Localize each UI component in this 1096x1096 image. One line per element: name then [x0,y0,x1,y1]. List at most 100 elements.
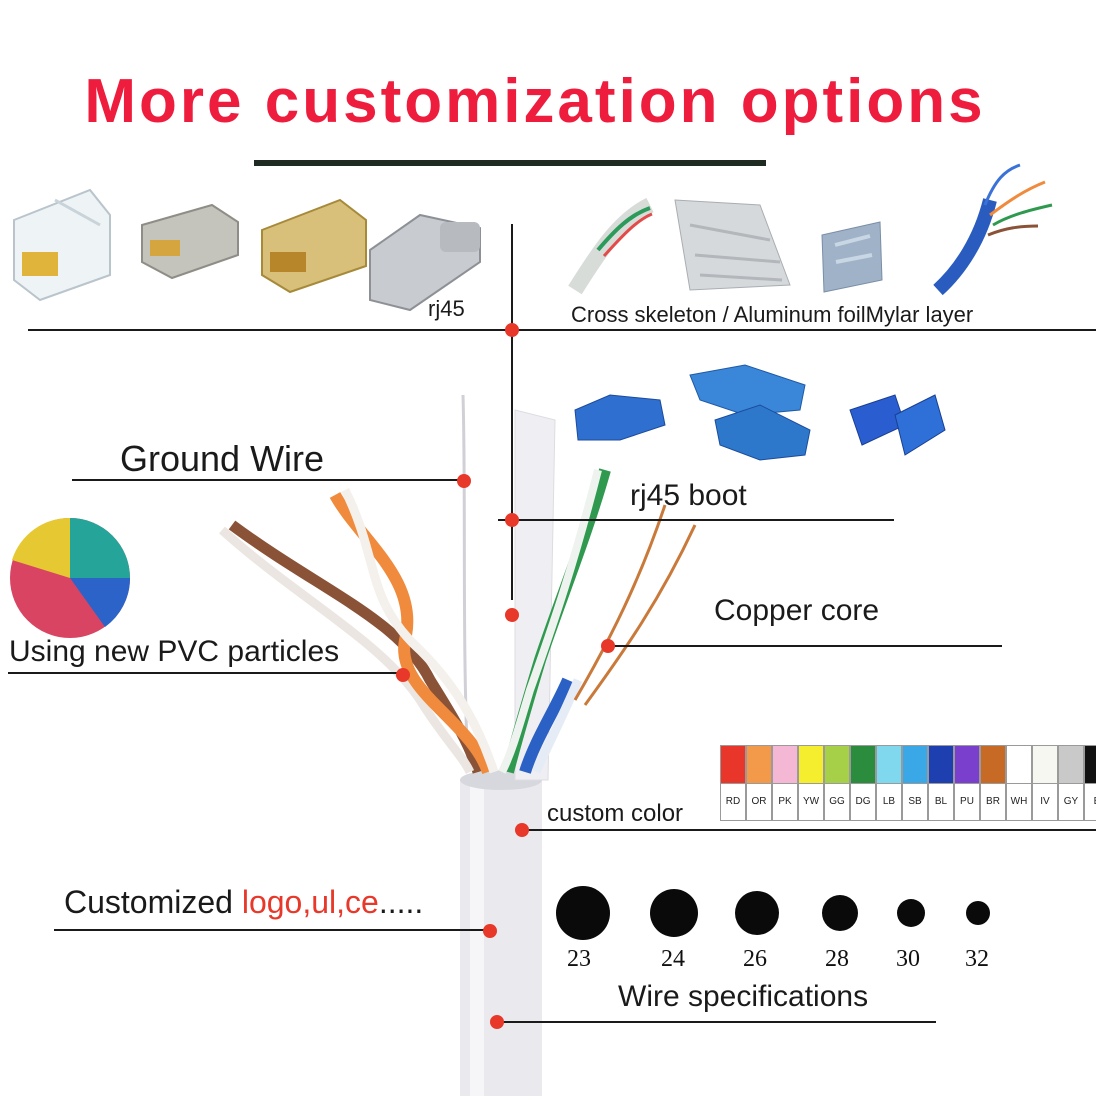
customized-prefix: Customized [64,884,242,920]
rj45-toolfree-connector [369,213,481,312]
wire-gauge-dots [556,886,990,940]
label-ground-wire: Ground Wire [120,438,325,479]
color-swatch-yw: YW [798,745,824,821]
gauge-32-dot [966,901,990,925]
swatch-color [955,746,979,783]
label-customized: Customized logo,ul,ce..... [64,884,423,921]
color-swatch-br: BR [980,745,1006,821]
rj45-boot-pair [689,364,811,461]
swatch-code: DG [851,782,875,821]
swatch-code: PU [955,782,979,821]
cross-skeleton [514,409,556,781]
swatch-code: GY [1059,782,1083,821]
swatch-color [929,746,953,783]
gauge-28-dot [822,895,858,931]
color-swatch-gg: GG [824,745,850,821]
rj45-gold-connector [261,198,367,294]
swatch-color [773,746,797,783]
color-swatch-row: RDORPKYWGGDGLBSBBLPUBRWHIVGYB [720,745,1096,821]
orange-pair [329,487,499,775]
swatch-code: GG [825,782,849,821]
swatch-code: IV [1033,782,1057,821]
cross-skeleton-sample [568,197,654,295]
title-divider [254,160,766,166]
gauge-26-dot [735,891,779,935]
rj45-boot-single [574,394,666,441]
color-swatch-bl: BL [928,745,954,821]
color-swatch-pk: PK [772,745,798,821]
gauge-30-dot [897,899,925,927]
leader-lines [8,224,1096,1023]
swatch-code: B [1085,782,1096,821]
color-swatch-pu: PU [954,745,980,821]
color-swatch-b: B [1084,745,1096,821]
callout-dots [396,323,615,1029]
color-swatch-lb: LB [876,745,902,821]
label-shield-layers: Cross skeleton / Aluminum foilMylar laye… [571,302,974,327]
green-pair [498,468,611,774]
dot-custom-color [515,823,529,837]
rj45-shielded-connector [141,203,239,280]
swatch-code: PK [773,782,797,821]
label-custom-color: custom color [547,800,684,827]
dot-rj45-boot [505,513,519,527]
swatch-color [825,746,849,783]
color-swatch-or: OR [746,745,772,821]
swatch-color [1085,746,1096,783]
dot-ground-wire [457,474,471,488]
swatch-color [981,746,1005,783]
swatch-color [851,746,875,783]
copper-core-strands [573,504,697,706]
page-title: More customization options [84,67,986,136]
swatch-color [903,746,927,783]
dot-skeleton [505,608,519,622]
dot-logo [483,924,497,938]
color-swatch-wh: WH [1006,745,1032,821]
customized-suffix: ..... [378,884,424,920]
label-rj45-boot: rj45 boot [630,479,747,512]
gauge-label-26: 26 [743,946,767,972]
color-swatch-iv: IV [1032,745,1058,821]
swatch-color [721,746,745,783]
mylar-layer-sample [821,221,883,293]
swatch-code: BL [929,782,953,821]
gauge-label-28: 28 [825,946,849,972]
gauge-23-dot [556,886,610,940]
customized-highlight: logo,ul,ce [241,884,379,920]
swatch-code: OR [747,782,771,821]
pvc-particles-image [10,517,131,638]
color-swatch-rd: RD [720,745,746,821]
dot-pvc [396,668,410,682]
swatch-color [747,746,771,783]
dot-rj45 [505,323,519,337]
color-swatch-dg: DG [850,745,876,821]
swatch-color [1033,746,1057,783]
swatch-code: RD [721,782,745,821]
swatch-code: BR [981,782,1005,821]
swatch-code: SB [903,782,927,821]
swatch-code: LB [877,782,901,821]
gauge-24-dot [650,889,698,937]
gauge-label-23: 23 [567,946,591,972]
swatch-color [1059,746,1083,783]
cable-jacket [460,770,542,1096]
gauge-label-24: 24 [661,946,685,972]
gauge-label-30: 30 [896,946,920,972]
aluminum-foil-sample [674,199,791,291]
twisted-pair-cable-sample [933,163,1053,296]
swatch-code: WH [1007,782,1031,821]
swatch-color [1007,746,1031,783]
blue-pair [519,677,583,774]
color-swatch-gy: GY [1058,745,1084,821]
label-pvc-particles: Using new PVC particles [9,635,340,668]
label-wire-specifications: Wire specifications [618,980,869,1013]
swatch-color [799,746,823,783]
rj45-clear-connector [13,188,111,302]
swatch-code: YW [799,782,823,821]
swatch-color [877,746,901,783]
gauge-label-32: 32 [965,946,989,972]
dot-copper-core [601,639,615,653]
rj45-boot-small [849,394,946,456]
label-copper-core: Copper core [714,594,880,627]
